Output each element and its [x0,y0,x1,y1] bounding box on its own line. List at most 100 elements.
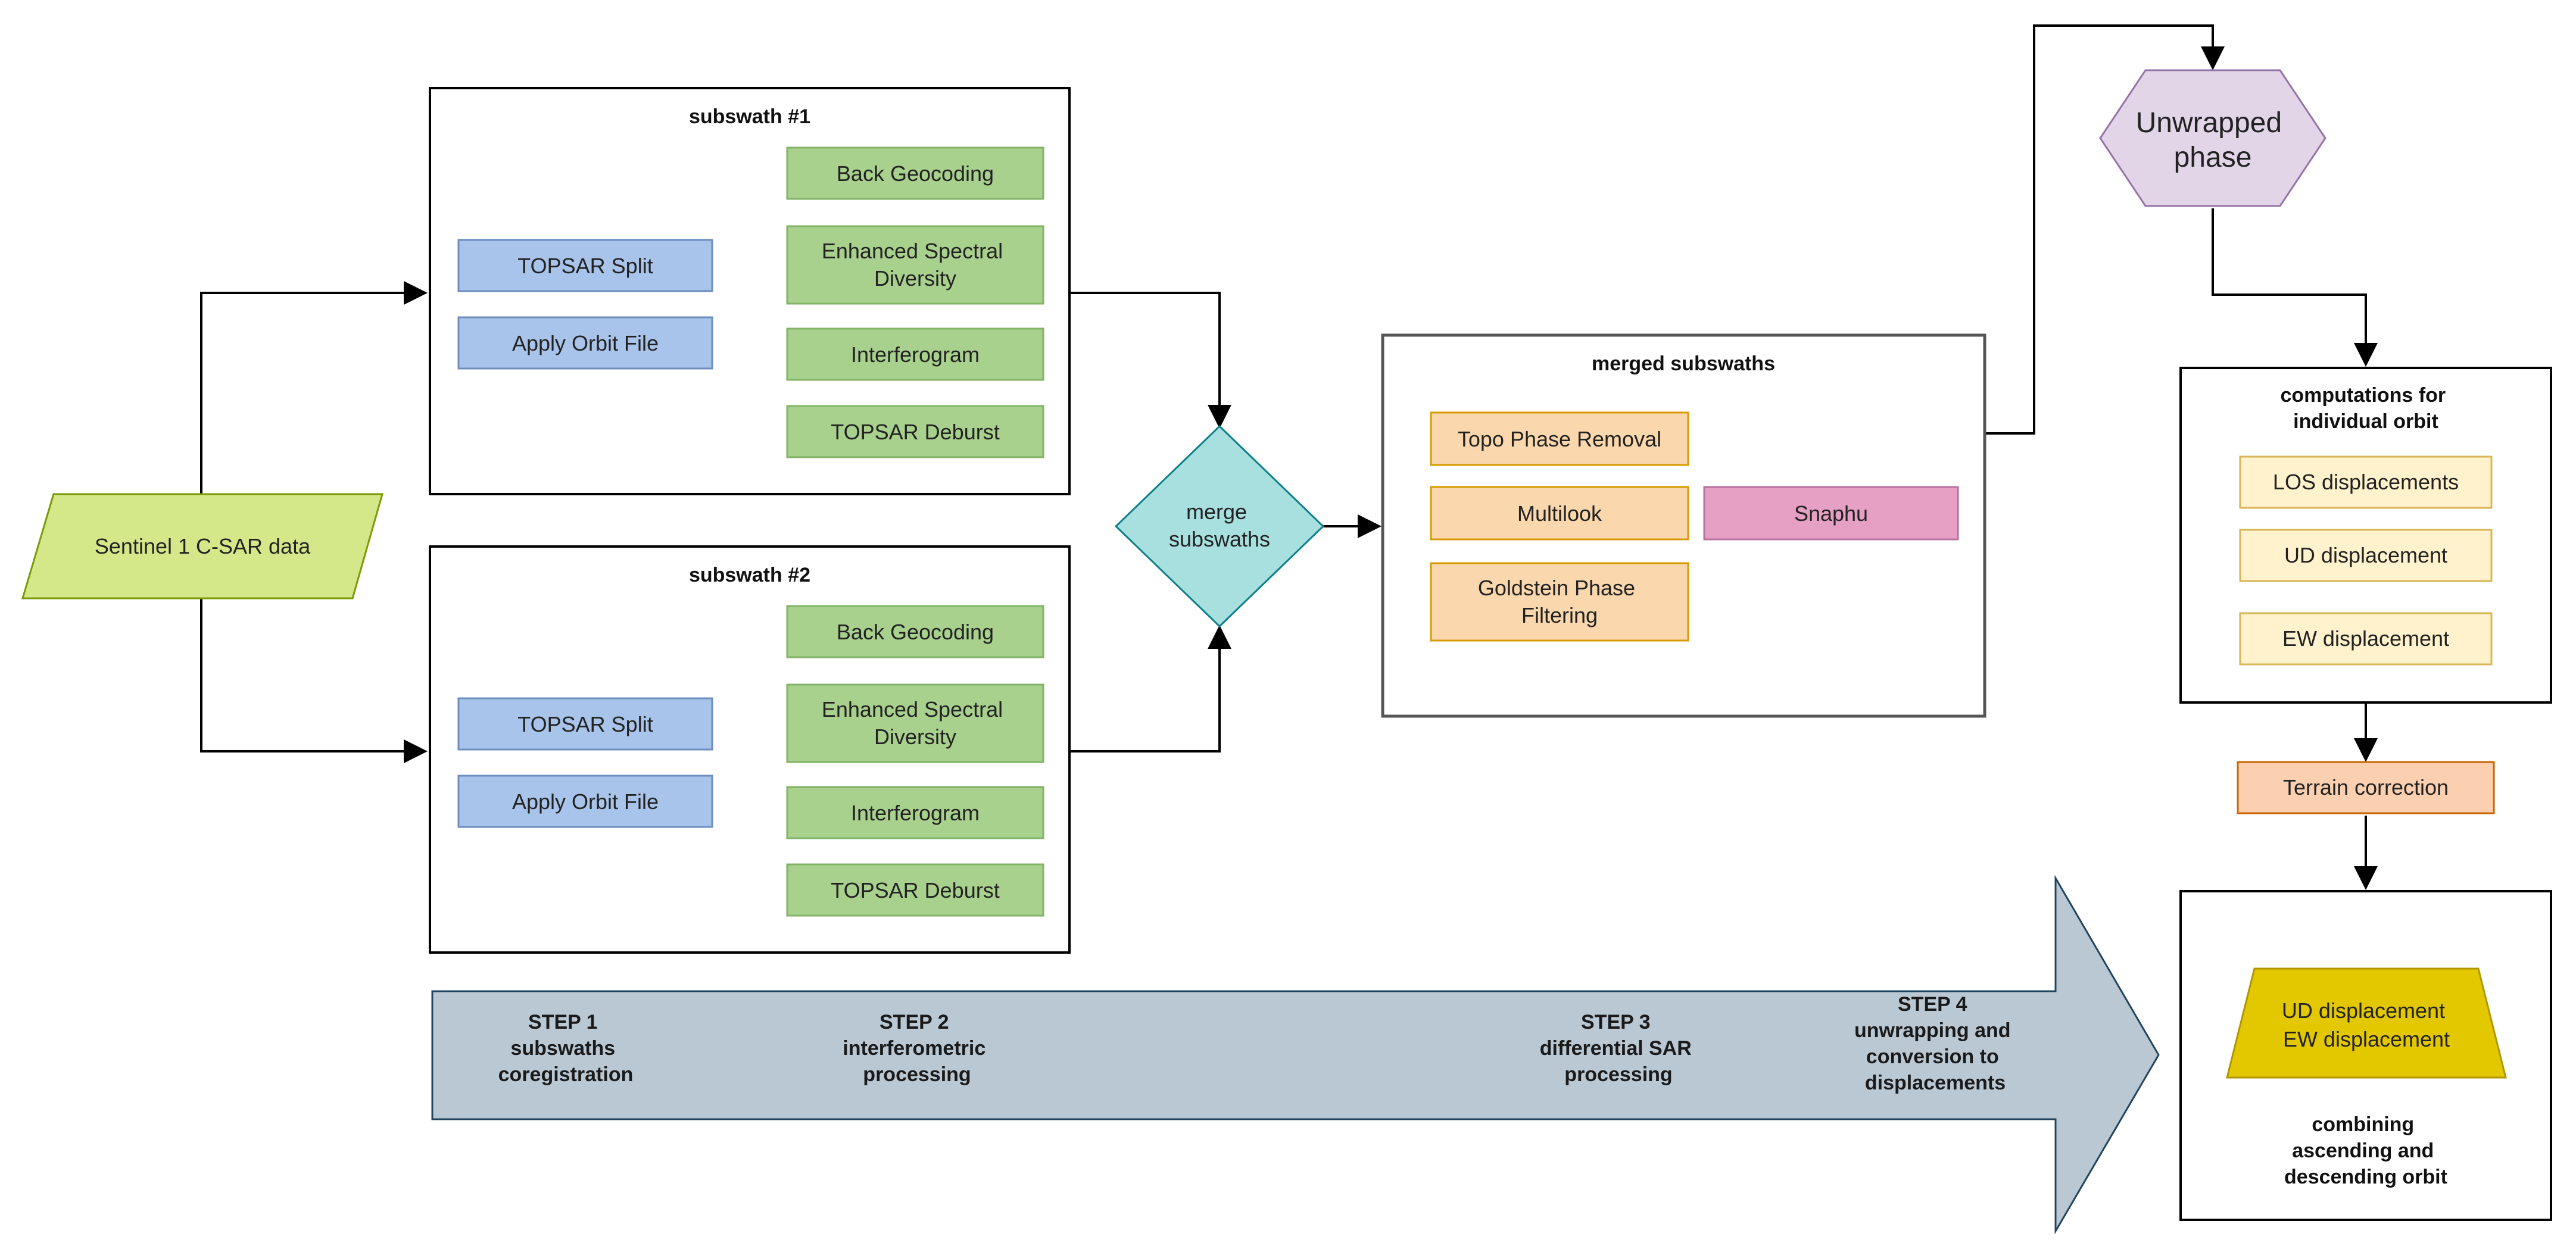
step-2-label: STEP 2 interferometric processing [843,1011,991,1086]
interferogram-label: Interferogram [851,801,980,825]
edge-merged-to-unwrapped [1985,24,2225,435]
step-2-line-1: STEP 2 [880,1011,949,1033]
computations-title-line-1: computations for [2280,384,2446,407]
snaphu-box [1703,486,1959,541]
topo-phase-removal-label: Topo Phase Removal [1458,427,1661,451]
unwrapped-phase-label: Unwrapped phase [2136,107,2290,173]
subswath-1-title: subswath #1 [689,105,810,128]
multilook-label: Multilook [1517,501,1602,526]
back-geocoding-label: Back Geocoding [837,161,994,186]
input-data-node [21,493,383,599]
merge-line-2: subswaths [1169,527,1270,551]
merged-subswaths-group: merged subswaths Topo Phase Removal Mult… [1381,333,1986,718]
interferogram-label: Interferogram [851,342,980,367]
step-3-line-1: STEP 3 [1581,1011,1651,1033]
unwrapped-line-2: phase [2174,142,2252,173]
goldstein-line-1: Goldstein Phase [1478,576,1635,600]
terrain-correction-label: Terrain correction [2283,775,2449,800]
combining-caption: combining ascending and descending orbit [2284,1113,2447,1188]
step-4-line-4: displacements [1865,1072,2006,1094]
topsar-split-label: TOPSAR Split [517,712,653,736]
step-3-label: STEP 3 differential SAR processing [1540,1011,1698,1086]
apply-orbit-file-label: Apply Orbit File [512,331,659,355]
input-data-label: Sentinel 1 C-SAR data [95,534,311,558]
step-4-line-3: conversion to [1866,1045,1999,1068]
merge-subswaths-node [1114,424,1325,628]
step-2-line-2: interferometric [843,1037,986,1060]
merge-line-1: merge [1186,499,1247,524]
ew-displacement-box [2239,612,2493,666]
los-displacements-box [2239,455,2493,509]
combined-displacement-trapezoid [2226,967,2507,1079]
edge-subswath1-to-merge [1069,292,1231,429]
step-2-line-3: processing [863,1063,971,1086]
apply-orbit-file-box [457,316,713,370]
combined-displacement-label: UD displacement EW displacement [2282,998,2451,1051]
subswath-1-group: subswath #1 TOPSAR Split Apply Orbit Fil… [429,87,1071,495]
combined-line-1: UD displacement [2282,998,2445,1023]
terrain-correction-box [2237,761,2495,814]
topsar-split-box [457,697,713,751]
combined-line-2: EW displacement [2283,1027,2450,1051]
goldstein-phase-filtering-label: Goldstein Phase Filtering [1478,576,1641,627]
topo-phase-removal-box [1430,411,1689,466]
enhanced-spectral-diversity-label: Enhanced Spectral Diversity [822,697,1009,749]
topsar-split-box [457,239,713,292]
combining-caption-line-2: ascending and [2292,1139,2434,1162]
back-geocoding-box [786,605,1044,658]
step-4-line-1: STEP 4 [1898,993,1967,1016]
step-3-line-2: differential SAR [1540,1037,1692,1060]
computations-title-line-2: individual orbit [2293,410,2438,433]
enhanced-spectral-diversity-line-1: Enhanced Spectral [822,239,1003,263]
multilook-box [1430,486,1689,541]
step-1-line-3: coregistration [498,1063,634,1086]
apply-orbit-file-box [457,775,713,828]
enhanced-spectral-diversity-line-2: Diversity [874,266,956,291]
topsar-deburst-box [786,863,1044,917]
step-4-label: STEP 4 unwrapping and conversion to disp… [1854,993,2016,1094]
edge-subswath2-to-merge [1069,625,1231,752]
combining-caption-line-1: combining [2312,1113,2414,1136]
edge-input-to-subswath1 [200,281,428,494]
enhanced-spectral-diversity-line-2: Diversity [874,725,956,749]
enhanced-spectral-diversity-label: Enhanced Spectral Diversity [822,239,1009,291]
unwrapped-phase-node [2099,69,2326,207]
topsar-deburst-box [786,405,1044,458]
merged-subswaths-title: merged subswaths [1592,352,1775,375]
topsar-split-label: TOPSAR Split [517,254,653,278]
step-1-line-2: subswaths [510,1037,615,1060]
step-3-line-3: processing [1564,1063,1672,1086]
interferogram-box [786,327,1044,381]
goldstein-phase-filtering-box [1430,562,1689,642]
apply-orbit-file-label: Apply Orbit File [512,789,659,814]
back-geocoding-label: Back Geocoding [837,620,994,644]
subswath-2-group: subswath #2 TOPSAR Split Apply Orbit Fil… [429,545,1071,954]
ew-displacement-label: EW displacement [2282,626,2449,651]
ud-displacement-label: UD displacement [2284,543,2447,567]
ud-displacement-box [2239,529,2493,582]
edge-input-to-subswath2 [200,598,428,763]
interferogram-box [786,786,1044,839]
unwrapped-line-1: Unwrapped [2136,107,2282,139]
enhanced-spectral-diversity-box [786,683,1044,763]
steps-band-arrow [431,875,2160,1235]
step-1-line-1: STEP 1 [528,1011,598,1033]
combining-group: UD displacement EW displacement combinin… [2179,890,2552,1221]
merge-subswaths-label: merge subswaths [1169,499,1270,551]
edge-unwrapped-to-computations [2212,208,2378,367]
enhanced-spectral-diversity-line-1: Enhanced Spectral [822,697,1003,722]
topsar-deburst-label: TOPSAR Deburst [831,878,999,903]
topsar-deburst-label: TOPSAR Deburst [831,420,999,444]
enhanced-spectral-diversity-box [786,225,1044,305]
snaphu-label: Snaphu [1794,501,1868,526]
computations-group: computations for individual orbit LOS di… [2179,367,2552,704]
combining-caption-line-3: descending orbit [2284,1166,2447,1188]
step-4-line-2: unwrapping and [1854,1019,2011,1042]
subswath-2-title: subswath #2 [689,564,810,586]
step-1-label: STEP 1 subswaths coregistration [498,1011,634,1086]
computations-title: computations for individual orbit [2280,384,2451,433]
back-geocoding-box [786,146,1044,200]
goldstein-line-2: Filtering [1521,603,1598,627]
los-displacements-label: LOS displacements [2273,470,2459,494]
